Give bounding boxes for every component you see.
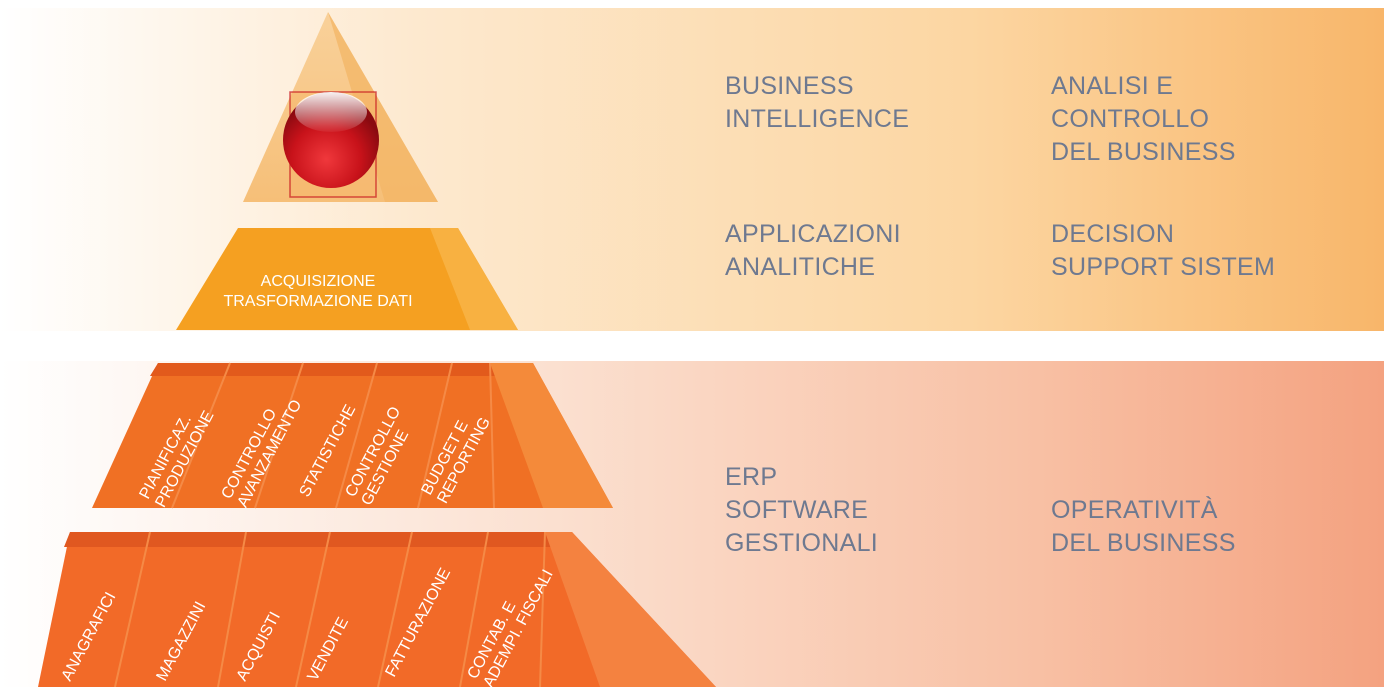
decision-line-1: DECISION <box>1051 220 1175 248</box>
erp-upper-tier: PIANIFICAZ. PRODUZIONE CONTROLLO AVANZAM… <box>92 362 613 510</box>
middle-tier: ACQUISIZIONE TRASFORMAZIONE DATI <box>176 228 518 330</box>
bi-line-2: INTELLIGENCE <box>725 105 910 133</box>
decision-support-label: DECISION SUPPORT SISTEM <box>1051 218 1275 284</box>
erp-line-1: ERP <box>725 463 778 491</box>
middle-tier-line-1: ACQUISIZIONE <box>261 273 376 290</box>
analisi-line-2: CONTROLLO <box>1051 105 1210 133</box>
analisi-line-1: ANALISI E <box>1051 72 1174 100</box>
erp-line-2: SOFTWARE <box>725 496 869 524</box>
decision-line-2: SUPPORT SISTEM <box>1051 253 1276 281</box>
erp-line-3: GESTIONALI <box>725 529 879 557</box>
applicazioni-analitiche-label: APPLICAZIONI ANALITICHE <box>725 218 901 284</box>
analisi-line-3: DEL BUSINESS <box>1051 138 1236 166</box>
red-sphere-icon <box>283 92 379 188</box>
erp-software-label: ERP SOFTWARE GESTIONALI <box>725 461 878 560</box>
applicazioni-line-2: ANALITICHE <box>725 253 876 281</box>
middle-tier-line-2: TRASFORMAZIONE DATI <box>223 293 412 310</box>
erp-lower-tier: ANAGRAFICI MAGAZZINI ACQUISTI VENDITE FA… <box>38 531 716 687</box>
operativita-line-2: DEL BUSINESS <box>1051 529 1236 557</box>
business-intelligence-label: BUSINESS INTELLIGENCE <box>725 70 909 136</box>
applicazioni-line-1: APPLICAZIONI <box>725 220 901 248</box>
bi-line-1: BUSINESS <box>725 72 854 100</box>
operativita-label: OPERATIVITÀ DEL BUSINESS <box>1051 494 1236 560</box>
operativita-line-1: OPERATIVITÀ <box>1051 496 1218 524</box>
analisi-controllo-label: ANALISI E CONTROLLO DEL BUSINESS <box>1051 70 1236 169</box>
